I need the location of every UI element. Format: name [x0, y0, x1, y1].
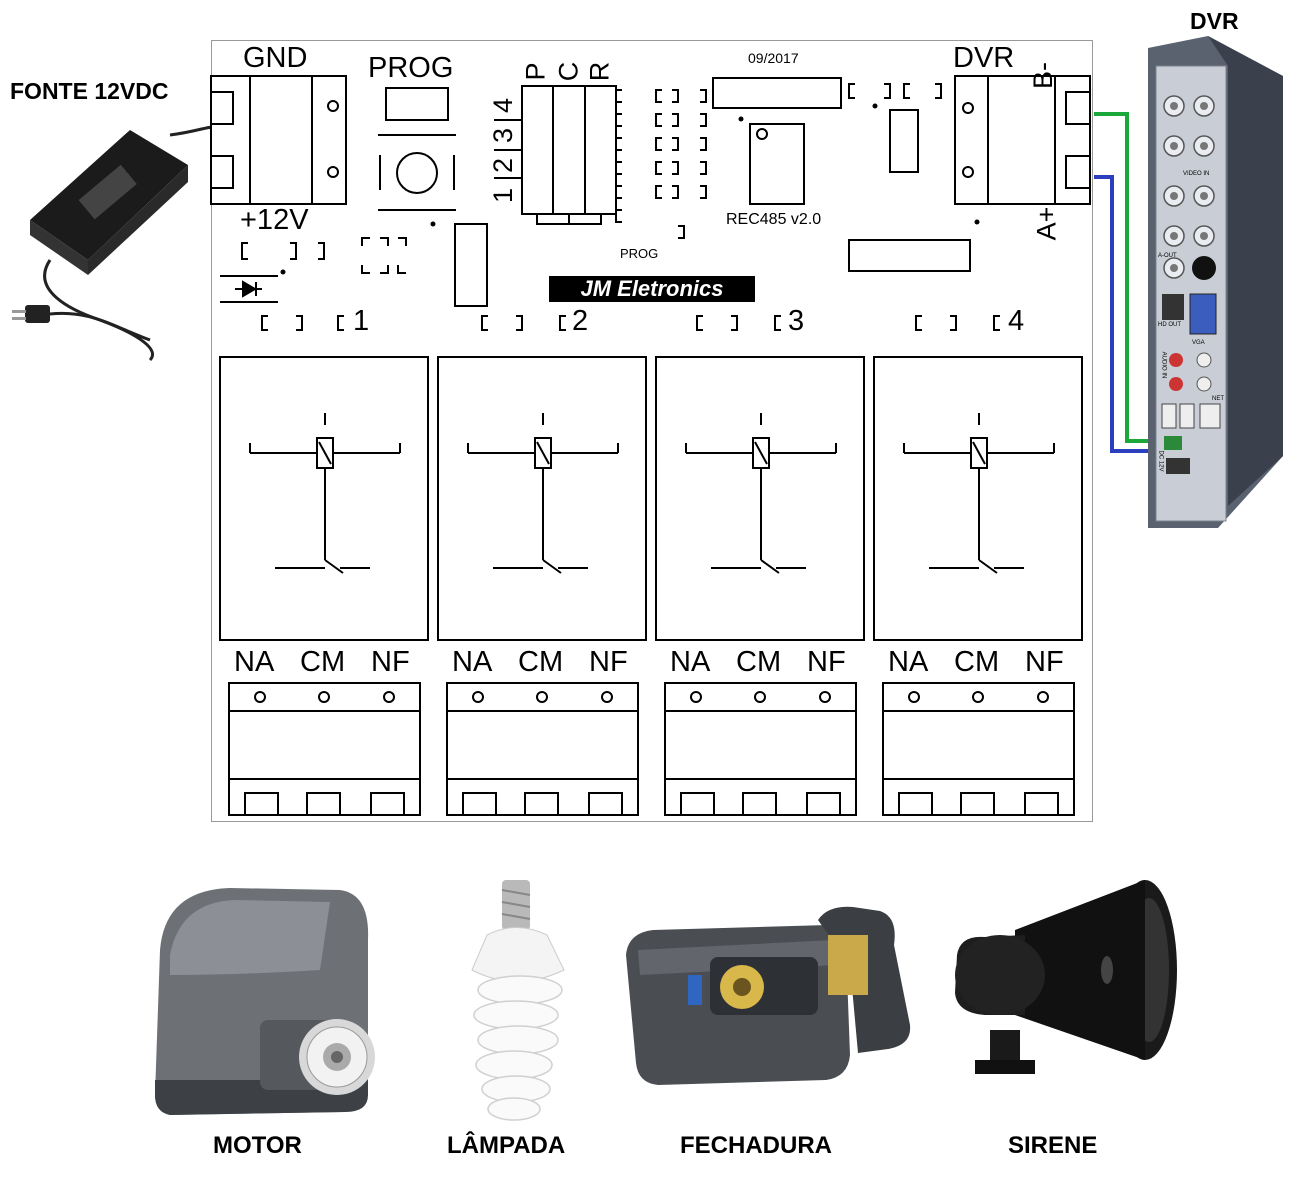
lock-label: FECHADURA	[680, 1132, 832, 1159]
date-label: 09/2017	[748, 50, 799, 66]
prog-label: PROG	[368, 52, 454, 84]
prog-small-label: PROG	[620, 246, 659, 261]
motor-label: MOTOR	[213, 1132, 302, 1159]
dvr-label: DVR	[1190, 8, 1239, 34]
dvr-audio-in-label: AUDIO IN	[1160, 351, 1167, 379]
relay-1-terminal-na: NA	[234, 646, 275, 678]
relay-board	[211, 40, 1093, 822]
lock-image	[626, 906, 911, 1085]
relay-3-terminal-nf: NF	[807, 646, 846, 678]
dvr-vga-label: VGA	[1192, 340, 1205, 346]
relay-4-terminal-nf: NF	[1025, 646, 1064, 678]
pcr-r-label: R	[584, 61, 615, 82]
relay-3-terminal-cm: CM	[736, 646, 782, 678]
siren-image	[955, 880, 1177, 1074]
relay-4-number: 4	[1008, 305, 1025, 337]
relay-4-terminal-cm: CM	[954, 646, 1000, 678]
dvr-video-in-label: VIDEO IN	[1183, 171, 1210, 177]
addr-1-label: 1	[488, 187, 519, 204]
relay-1-number: 1	[353, 305, 370, 337]
motor-image	[155, 888, 375, 1115]
relay-4-terminal-na: NA	[888, 646, 929, 678]
power-supply-label: FONTE 12VDC	[10, 78, 169, 104]
dvr-hd-out-label: HD OUT	[1158, 322, 1181, 328]
addr-2-label: 2	[488, 157, 519, 174]
a-plus-label: A+	[1031, 206, 1062, 241]
relay-1-terminal-cm: CM	[300, 646, 346, 678]
relay-2-terminal-na: NA	[452, 646, 493, 678]
siren-label: SIRENE	[1008, 1132, 1098, 1159]
brand-label: JM Eletronics	[549, 276, 755, 302]
relay-2-number: 2	[572, 305, 589, 337]
gnd-label: GND	[243, 42, 308, 74]
dvr-net-label: NET	[1212, 396, 1224, 402]
dvr-image	[1148, 36, 1283, 528]
dvr-dc12v-label: DC 12V	[1157, 450, 1164, 472]
relay-2-terminal-cm: CM	[518, 646, 564, 678]
relay-2-terminal-nf: NF	[589, 646, 628, 678]
relay-3-terminal-na: NA	[670, 646, 711, 678]
relay-1-terminal-nf: NF	[371, 646, 410, 678]
dvr-board-label: DVR	[953, 42, 1015, 74]
dvr-a-out-label: A-OUT	[1158, 253, 1177, 259]
v12-label: +12V	[240, 204, 309, 236]
pcr-p-label: P	[520, 62, 551, 81]
power-supply-image	[12, 125, 227, 362]
relay-3-number: 3	[788, 305, 805, 337]
addr-3-label: 3	[488, 127, 519, 144]
model-label: REC485 v2.0	[726, 211, 822, 228]
addr-4-label: 4	[488, 97, 519, 114]
lamp-image	[471, 880, 565, 1121]
b-minus-label: B-	[1028, 62, 1058, 89]
lamp-label: LÂMPADA	[447, 1132, 566, 1159]
pcr-c-label: C	[553, 61, 584, 82]
